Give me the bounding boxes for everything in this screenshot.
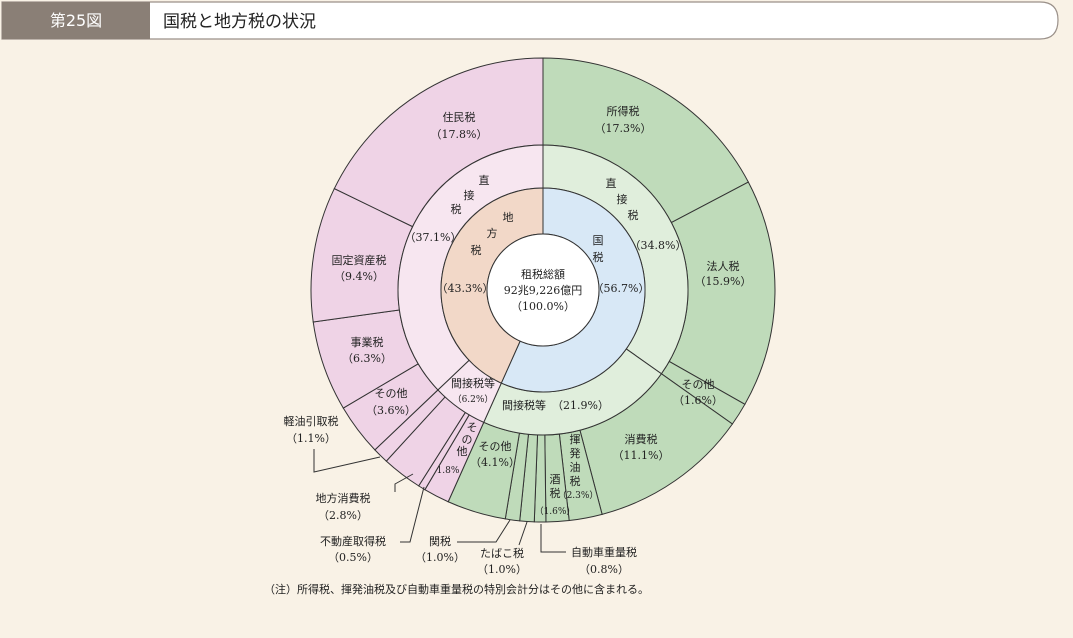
outer-label-local-other1: その他 <box>375 387 408 400</box>
footnote: （注）所得税、揮発油税及び自動車重量税の特別会計分はその他に含まれる。 <box>264 582 649 596</box>
leader-keiyuhikitorizei <box>313 449 381 473</box>
figure-number-tab <box>2 2 150 39</box>
outer-label-local-other2-pct: 1.8% <box>437 466 460 476</box>
outer-label-local-other1-pct: （3.6%） <box>366 404 416 417</box>
ext-label-keiyuhikitorizei: 軽油引取税 <box>284 414 339 428</box>
leader-chihoshohizei <box>394 473 414 492</box>
middle-label-local-indirect-pct: （6.2%） <box>453 394 494 405</box>
outer-label-kihatsuyuzei-pct: （2.3%） <box>558 490 599 501</box>
outer-label-hojinzei-pct: （15.9%） <box>695 275 752 288</box>
outer-label-koteishisanzei: 固定資産税 <box>332 253 387 267</box>
middle-label-national-direct-pct: （34.8%） <box>630 239 687 252</box>
ext-label-kanzei-pct: （1.0%） <box>415 551 465 564</box>
ext-label-chihoshohizei-pct: （2.8%） <box>318 509 368 522</box>
ext-label-keiyuhikitorizei-pct: （1.1%） <box>286 432 336 445</box>
outer-label-juminzei-pct: （17.8%） <box>431 128 488 141</box>
outer-label-shohizei: 消費税 <box>625 432 658 446</box>
outer-label-koteishisanzei-pct: （9.4%） <box>334 270 384 283</box>
figure-number: 第25図 <box>50 11 102 30</box>
leader-kanzei <box>457 519 511 543</box>
inner-label-chihozei-pct: （43.3%） <box>437 282 494 295</box>
leader-fudosanshutokuzei <box>400 486 425 543</box>
outer-label-jigyozei-pct: （6.3%） <box>342 352 392 365</box>
outer-label-shuzei-pct: （1.6%） <box>535 506 576 517</box>
outer-label-national-other1-pct: （1.6%） <box>673 394 723 407</box>
middle-label-national-indirect: 間接税等 <box>502 398 546 412</box>
ext-label-kanzei: 関税 <box>429 534 451 548</box>
middle-ring <box>397 144 689 436</box>
middle-label-local-direct: 直接税 <box>451 173 490 216</box>
outer-label-kihatsuyuzei: 揮発油税 <box>570 432 581 488</box>
outer-label-hojinzei: 法人税 <box>707 259 740 273</box>
middle-label-national-direct: 直接税 <box>606 176 639 222</box>
outer-label-national-other1: その他 <box>682 378 715 391</box>
ext-label-chihoshohizei: 地方消費税 <box>316 491 371 505</box>
ext-label-fudosanshutokuzei: 不動産取得税 <box>320 534 386 548</box>
leader-jidoshajuryozei <box>540 524 566 553</box>
middle-label-local-indirect: 間接税等 <box>451 376 495 390</box>
outer-label-shuzei: 酒税 <box>550 473 561 500</box>
inner-label-kokuzei-pct: （56.7%） <box>593 282 650 295</box>
outer-label-shotokuzei-pct: （17.3%） <box>595 122 652 135</box>
outer-label-local-other2: その他 <box>457 421 478 458</box>
inner-label-chihozei: 地方税 <box>471 211 514 257</box>
outer-label-shotokuzei: 所得税 <box>607 104 640 118</box>
leader-tabakozei <box>518 521 528 546</box>
center-total: 92兆9,226億円 <box>504 284 583 297</box>
outer-ring <box>310 57 776 523</box>
inner-label-kokuzei: 国税 <box>593 234 604 264</box>
ext-label-jidoshajuryozei-pct: （0.8%） <box>579 563 629 576</box>
center-percent: （100.0%） <box>511 300 575 313</box>
outer-label-juminzei: 住民税 <box>443 110 476 124</box>
ext-label-tabakozei-pct: （1.0%） <box>477 563 527 576</box>
center-title: 租税総額 <box>521 267 565 281</box>
outer-label-jigyozei: 事業税 <box>351 335 384 349</box>
ext-label-jidoshajuryozei: 自動車重量税 <box>571 545 637 559</box>
header-bar <box>1 1 1059 40</box>
ext-label-fudosanshutokuzei-pct: （0.5%） <box>328 551 378 564</box>
outer-label-shohizei-pct: （11.1%） <box>613 449 670 462</box>
figure-title: 国税と地方税の状況 <box>163 12 316 32</box>
middle-label-local-direct-pct: （37.1%） <box>405 231 462 244</box>
ext-label-tabakozei: たばこ税 <box>480 546 524 560</box>
middle-label-national-indirect-pct: （21.9%） <box>552 399 609 412</box>
outer-label-national-other2: その他 <box>479 440 512 453</box>
outer-label-national-other2-pct: （4.1%） <box>470 456 520 469</box>
center-disc <box>486 233 600 347</box>
